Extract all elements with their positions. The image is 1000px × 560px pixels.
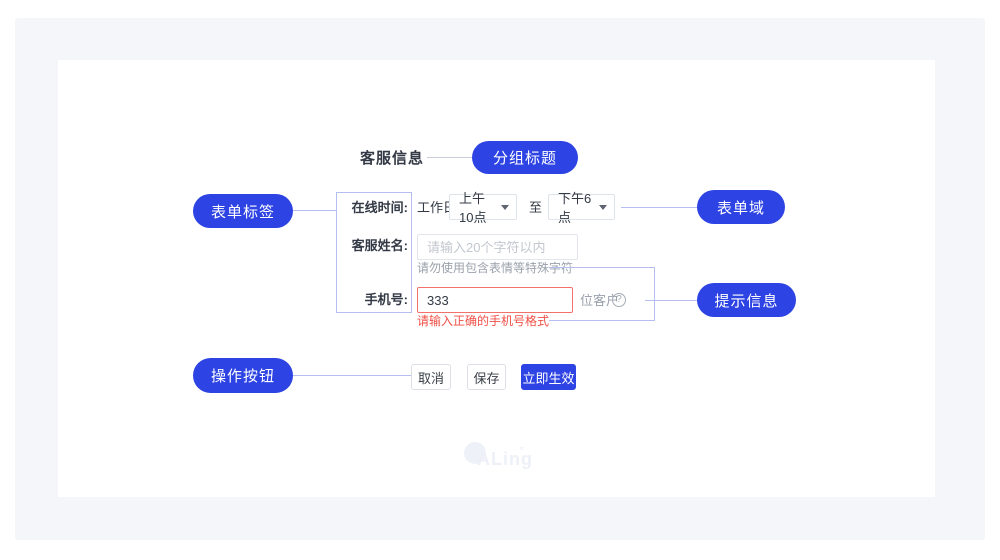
phone-input[interactable] [417, 287, 573, 313]
watermark-text: ALing [477, 449, 533, 469]
annotation-pill-group-title: 分组标题 [472, 141, 578, 174]
connector-line-form-label [293, 210, 336, 211]
watermark-circle [464, 442, 486, 464]
annotation-pill-form-field: 表单域 [697, 190, 785, 224]
chevron-down-icon [599, 205, 607, 214]
apply-button[interactable]: 立即生效 [521, 364, 576, 390]
connector-line-action-buttons [293, 375, 411, 376]
phone-suffix: 位客户 [580, 293, 620, 308]
end-time-value: 下午6点 [558, 191, 592, 225]
service-name-hint: 请勿使用包含表情等特殊字符 [417, 261, 574, 275]
watermark-quote-mark: ” [519, 446, 524, 457]
start-time-value: 上午10点 [459, 191, 487, 225]
question-mark-icon[interactable]: ? [612, 293, 626, 307]
service-name-input[interactable] [417, 234, 578, 260]
annotation-pill-hint-info: 提示信息 [697, 283, 796, 317]
online-time-label: 在线时间: [351, 200, 408, 215]
start-time-select[interactable]: 上午10点 [449, 191, 517, 225]
phone-error-message: 请输入正确的手机号格式 [417, 314, 550, 328]
connector-line-group-title [427, 157, 473, 158]
chevron-down-icon [501, 205, 509, 214]
service-name-label: 客服姓名: [351, 238, 408, 253]
connector-line-hint-info [645, 300, 697, 301]
weekday-text: 工作日 [417, 200, 457, 215]
end-time-select[interactable]: 下午6点 [548, 191, 615, 225]
cancel-button[interactable]: 取消 [411, 364, 451, 390]
content-card [58, 60, 935, 497]
hint-bracket [549, 267, 655, 321]
annotation-pill-action-buttons: 操作按钮 [193, 358, 293, 393]
connector-line-form-field [621, 207, 697, 208]
save-button[interactable]: 保存 [467, 364, 506, 390]
section-title: 客服信息 [360, 150, 425, 167]
phone-label: 手机号: [364, 292, 408, 307]
annotation-pill-form-label: 表单标签 [193, 194, 293, 228]
form-label-bracket [336, 192, 412, 313]
to-separator: 至 [529, 200, 543, 215]
